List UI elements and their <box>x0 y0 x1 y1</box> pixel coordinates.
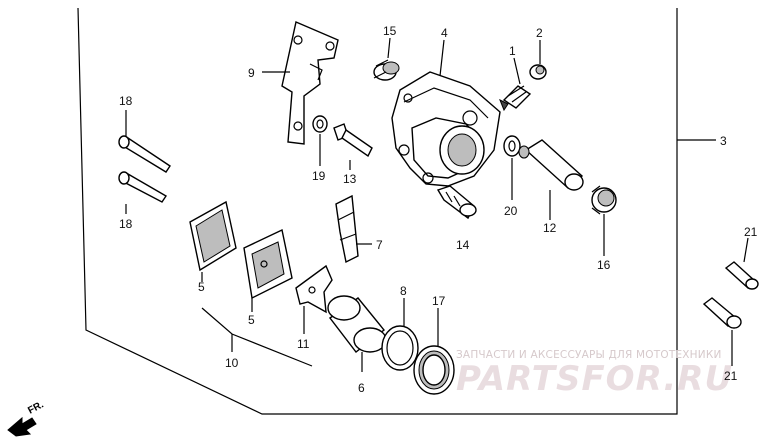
part-9-bracket <box>262 21 339 145</box>
part-10-bracket-line <box>201 307 313 367</box>
part-12-slide-pin <box>518 139 584 220</box>
part-11-shim <box>295 264 333 334</box>
callout-8: 8 <box>400 284 407 298</box>
callout-7: 7 <box>376 238 383 252</box>
part-14-bolt <box>436 185 477 220</box>
part-5-pad-inner <box>243 228 293 312</box>
part-4-caliper-body <box>391 39 501 187</box>
callout-labels: 1 2 3 4 5 5 6 7 8 9 10 11 12 13 14 15 16… <box>119 24 758 395</box>
callout-4: 4 <box>441 26 448 40</box>
callout-18-lower: 18 <box>119 217 133 231</box>
part-21-bolt-upper <box>724 237 759 290</box>
front-direction-indicator: FR. <box>7 399 46 437</box>
callout-14: 14 <box>456 238 470 252</box>
part-21-bolt-lower <box>702 297 742 366</box>
part-15-boot <box>373 37 400 81</box>
part-18-pin-lower <box>118 171 167 214</box>
assembly-frame <box>77 7 716 415</box>
part-20-washer <box>503 135 521 200</box>
callout-6: 6 <box>358 381 365 395</box>
callout-3: 3 <box>720 134 727 148</box>
callout-1: 1 <box>509 44 516 58</box>
callout-17: 17 <box>432 294 446 308</box>
watermark-subtitle: ЗАПЧАСТИ И АКСЕССУАРЫ ДЛЯ МОТОТЕХНИКИ <box>456 349 722 361</box>
front-arrow-icon <box>7 416 37 437</box>
part-5-pad-outer <box>189 200 237 282</box>
callout-13: 13 <box>343 172 357 186</box>
callout-18-upper: 18 <box>119 94 133 108</box>
callout-16: 16 <box>597 258 611 272</box>
part-17-seal <box>413 308 455 395</box>
callout-21-lower: 21 <box>724 369 738 383</box>
callout-2: 2 <box>536 26 543 40</box>
watermark: ЗАПЧАСТИ И АКСЕССУАРЫ ДЛЯ МОТОТЕХНИКИ PA… <box>456 349 733 399</box>
part-6-piston <box>327 295 387 372</box>
callout-10: 10 <box>225 356 239 370</box>
callout-5-inner-pad: 5 <box>248 313 255 327</box>
callout-5-outer-pad: 5 <box>198 280 205 294</box>
callout-15: 15 <box>383 24 397 38</box>
part-18-pin-upper <box>118 110 171 173</box>
callout-12: 12 <box>543 221 557 235</box>
part-8-seal <box>381 298 419 371</box>
part-7-clip <box>335 194 372 264</box>
callout-11: 11 <box>297 337 310 351</box>
callout-20: 20 <box>504 204 518 218</box>
callout-21-upper: 21 <box>744 225 758 239</box>
part-16-boot <box>591 185 617 256</box>
part-19-washer <box>312 115 328 166</box>
front-label: FR. <box>26 399 46 416</box>
part-1-bleeder <box>499 57 532 112</box>
part-2-cap <box>529 40 547 80</box>
watermark-brand: PARTSFOR.RU <box>456 359 733 399</box>
callout-9: 9 <box>248 66 255 80</box>
part-13-bolt <box>333 123 373 170</box>
callout-19: 19 <box>312 169 326 183</box>
